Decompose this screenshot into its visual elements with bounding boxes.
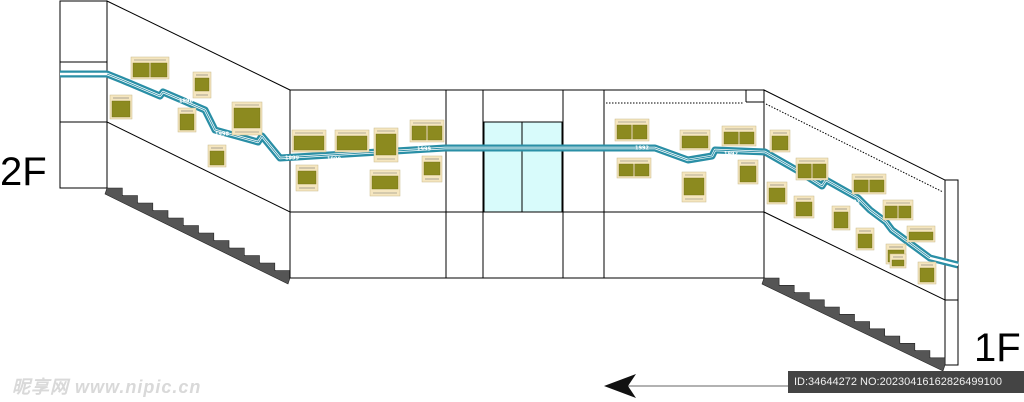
- panel-photo: [884, 205, 898, 219]
- panel-photo: [423, 161, 441, 176]
- watermark-site: 昵享网 www.nipic.cn: [12, 377, 202, 397]
- panel-photo: [632, 124, 648, 140]
- exhibit-panel: [795, 157, 829, 181]
- exhibit-panel: [679, 129, 711, 151]
- panel-photo: [723, 131, 739, 145]
- right-stairs: [761, 277, 946, 372]
- panel-photo: [209, 150, 225, 166]
- exhibit-panel: [851, 173, 887, 195]
- center-wall-section: [289, 89, 765, 279]
- exhibit-panel: [917, 261, 937, 285]
- timeline-ribbon: [60, 70, 959, 269]
- panel-photo: [634, 163, 650, 177]
- glass-elevator: [483, 121, 563, 213]
- left-column: [59, 0, 108, 189]
- panel-photo: [833, 211, 849, 229]
- exhibit-panel: [855, 227, 875, 251]
- timeline-year-label: 1992: [724, 152, 738, 158]
- panel-photo: [411, 125, 427, 141]
- panel-photo: [869, 179, 885, 193]
- panel-photo: [771, 135, 789, 151]
- exhibit-panel: [192, 71, 212, 99]
- exhibit-panel: [737, 159, 759, 185]
- timeline-year-label: 1992: [846, 200, 860, 206]
- panel-photo: [293, 135, 325, 151]
- exhibit-panel: [889, 253, 907, 269]
- timeline-year-label: 1998: [215, 132, 229, 138]
- exhibit-panel: [373, 127, 399, 163]
- panel-photo: [812, 163, 827, 179]
- panel-photo: [853, 179, 869, 193]
- floor-label-upper: 2F: [0, 150, 47, 194]
- panel-photo: [898, 205, 912, 219]
- exhibit-panel: [769, 129, 791, 153]
- exhibit-panel: [409, 119, 445, 143]
- exhibit-panel: [906, 225, 936, 243]
- exhibit-panel: [831, 205, 851, 231]
- exhibit-panel: [177, 107, 197, 133]
- panel-photo: [371, 175, 399, 190]
- panel-photo: [618, 163, 634, 177]
- timeline-year-label: 1993: [786, 174, 800, 180]
- timeline-year-label: 1999: [285, 156, 299, 162]
- left-stairs: [104, 187, 291, 285]
- exhibit-panel: [207, 144, 227, 168]
- panel-photo: [768, 187, 786, 203]
- floor-label-lower: 1F: [974, 326, 1021, 370]
- exhibit-panel: [109, 94, 133, 120]
- exhibit-panel: [766, 181, 788, 205]
- panel-photo: [233, 107, 261, 129]
- exhibit-panel: [616, 157, 652, 179]
- panel-photo: [427, 125, 443, 141]
- panel-photo: [132, 62, 150, 78]
- exhibit-panel: [291, 129, 327, 153]
- exhibit-panel: [421, 155, 443, 183]
- panel-photo: [336, 135, 368, 151]
- panel-photo: [616, 124, 632, 140]
- panel-photo: [739, 165, 757, 183]
- timeline-year-label: 1990: [327, 157, 341, 163]
- panel-photo: [111, 100, 131, 118]
- exhibit-panel: [681, 171, 707, 203]
- exhibit-panels: [109, 56, 937, 285]
- panel-photo: [908, 231, 934, 241]
- exhibit-panel: [295, 164, 319, 192]
- panel-photo: [297, 170, 317, 185]
- panel-photo: [739, 131, 755, 145]
- exhibit-panel: [369, 169, 401, 197]
- exhibit-panel: [721, 125, 757, 147]
- timeline-year-label: 1999: [417, 147, 431, 153]
- exhibit-panel: [130, 56, 170, 80]
- panel-photo: [150, 62, 168, 78]
- panel-photo: [179, 113, 195, 131]
- panel-photo: [795, 201, 813, 217]
- timeline-year-label: 1992: [635, 146, 649, 152]
- right-column: [944, 179, 959, 366]
- exhibit-panel: [882, 199, 914, 221]
- panel-photo: [919, 267, 935, 283]
- panel-photo: [194, 77, 210, 92]
- exhibit-panel: [793, 195, 815, 219]
- panel-photo: [681, 135, 709, 149]
- exhibit-panel: [334, 129, 370, 153]
- panel-photo: [857, 233, 873, 249]
- panel-photo: [375, 133, 397, 156]
- watermark-id: ID:34644272 NO:20230416162826499100: [788, 371, 1024, 393]
- panel-photo: [891, 259, 905, 267]
- panel-photo: [797, 163, 812, 179]
- exhibit-panel: [231, 101, 263, 136]
- exhibit-panel: [614, 118, 650, 142]
- panel-photo: [683, 177, 705, 196]
- timeline-year-label: 1996: [179, 99, 193, 105]
